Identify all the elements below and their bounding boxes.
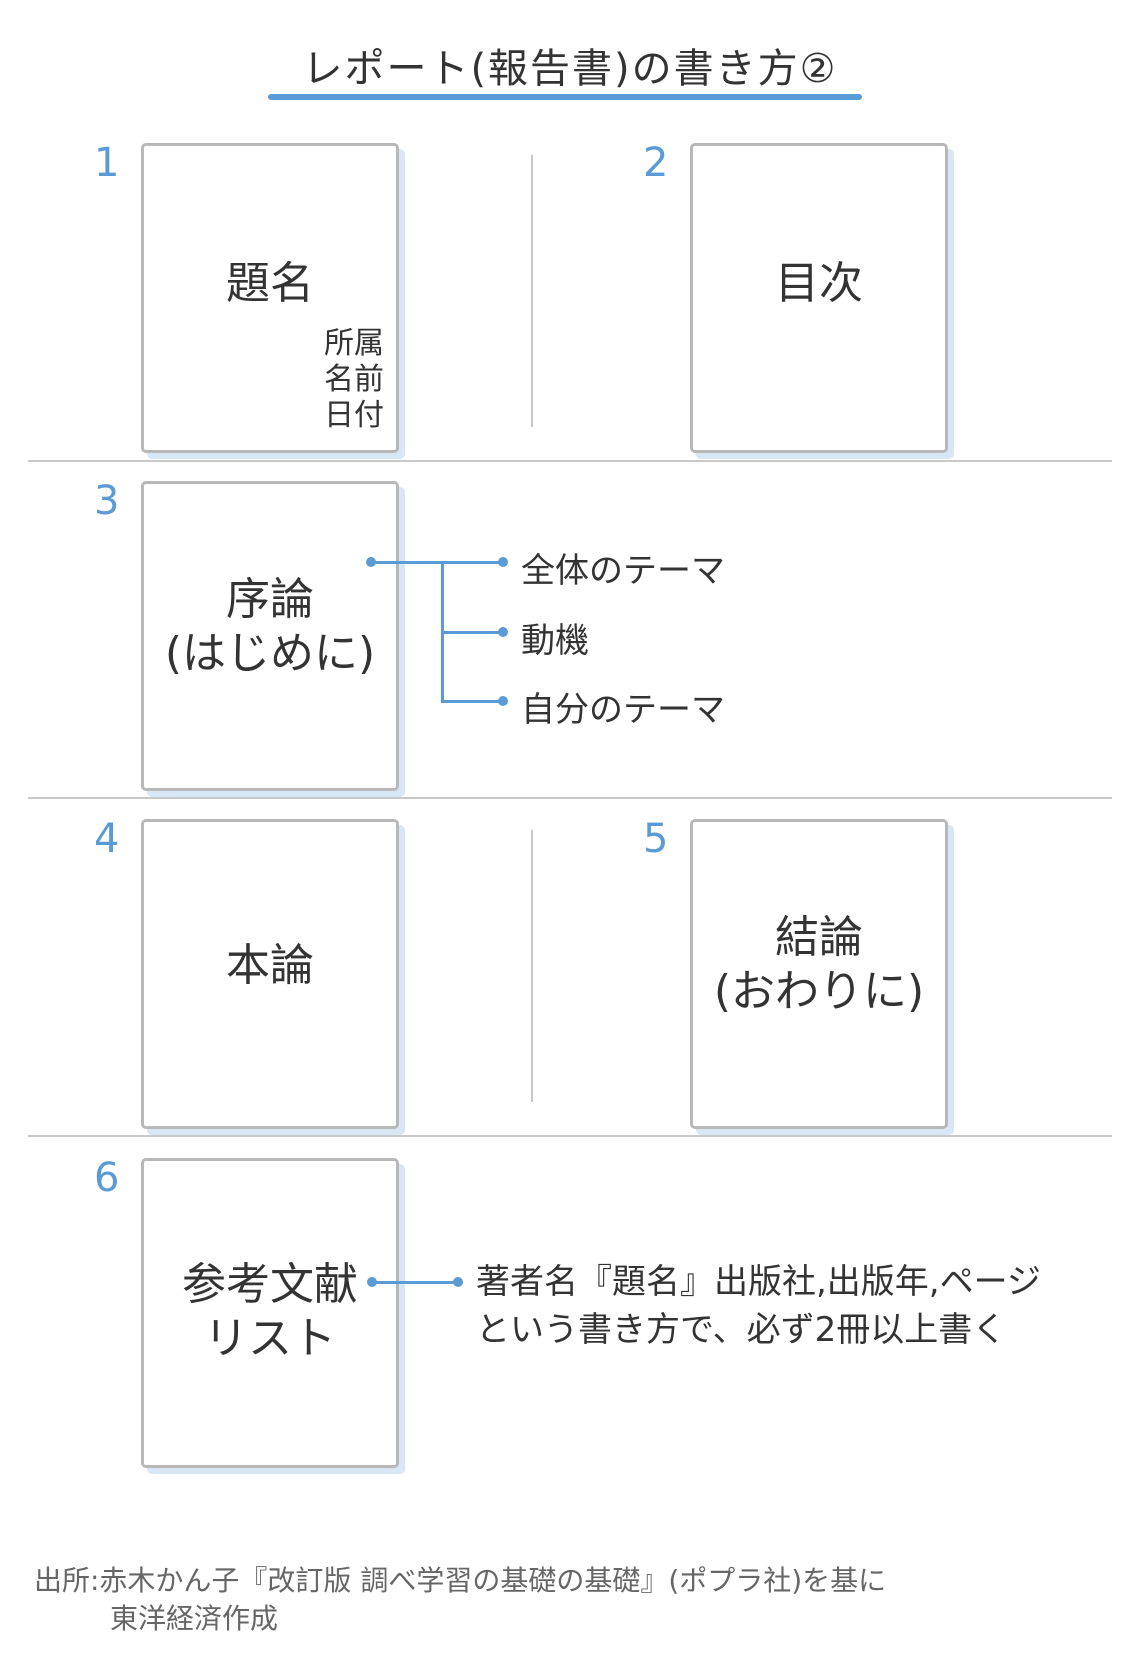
card-main-body: 本論 [141,819,399,1129]
source-line-2: 東洋経済作成 [110,1602,279,1635]
card-label-toc: 目次 [775,258,863,309]
source-credit: 出所:赤木かん子『改訂版 調べ学習の基礎の基礎』(ポプラ社)を基に 東洋経済作成 [34,1562,886,1638]
source-line-1: 出所:赤木かん子『改訂版 調べ学習の基礎の基礎』(ポプラ社)を基に [34,1564,887,1597]
card-label-references-2: リスト [204,1313,336,1364]
step-number-1: 1 [94,140,120,186]
card-label-main-body: 本論 [226,940,314,991]
sub-date: 日付 [324,398,384,433]
ref-note-line-1: 著者名『題名』出版社,出版年,ページ [476,1262,1041,1302]
step-number-2: 2 [643,140,669,186]
title-underline [268,94,862,100]
card-sub-list: 所属 名前 日付 [324,326,384,434]
connector-main [371,561,503,564]
step-number-4: 4 [94,816,120,862]
step-number-5: 5 [643,816,669,862]
intro-item-overall-theme: 全体のテーマ [521,551,725,591]
intro-item-motivation: 動機 [521,621,589,661]
page-title: レポート(報告書)の書き方② [302,46,838,92]
card-label-conclusion-2: (おわりに) [713,966,925,1017]
ref-note: 著者名『題名』出版社,出版年,ページ という書き方で、必ず2冊以上書く [476,1258,1041,1354]
card-references: 参考文献 リスト [141,1158,399,1468]
connector-branch-3 [441,700,503,703]
ref-connector [372,1281,458,1284]
card-label-introduction-2: (はじめに) [164,628,376,679]
row-divider-1 [28,460,1112,462]
step-number-6: 6 [94,1155,120,1201]
row-divider-2 [28,797,1112,799]
connector-dot-2 [498,627,508,637]
sub-name: 名前 [324,362,384,397]
row-divider-3 [28,1135,1112,1137]
sub-affiliation: 所属 [324,326,384,361]
ref-connector-dot-end [453,1277,463,1287]
column-divider-1 [531,155,533,427]
card-introduction: 序論 (はじめに) [141,481,399,791]
step-number-3: 3 [94,478,120,524]
card-label-title: 題名 [226,258,314,309]
connector-dot-1 [498,557,508,567]
intro-item-own-theme: 自分のテーマ [521,690,725,730]
ref-note-line-2: という書き方で、必ず2冊以上書く [476,1310,1007,1350]
card-title-page: 題名 所属 名前 日付 [141,143,399,453]
card-label-conclusion-1: 結論 [775,912,863,963]
card-conclusion: 結論 (おわりに) [690,819,948,1129]
connector-branch-2 [441,631,503,634]
column-divider-2 [531,830,533,1102]
card-label-introduction-1: 序論 [226,574,314,625]
card-toc: 目次 [690,143,948,453]
connector-dot-3 [498,696,508,706]
card-label-references-1: 参考文献 [182,1259,358,1310]
